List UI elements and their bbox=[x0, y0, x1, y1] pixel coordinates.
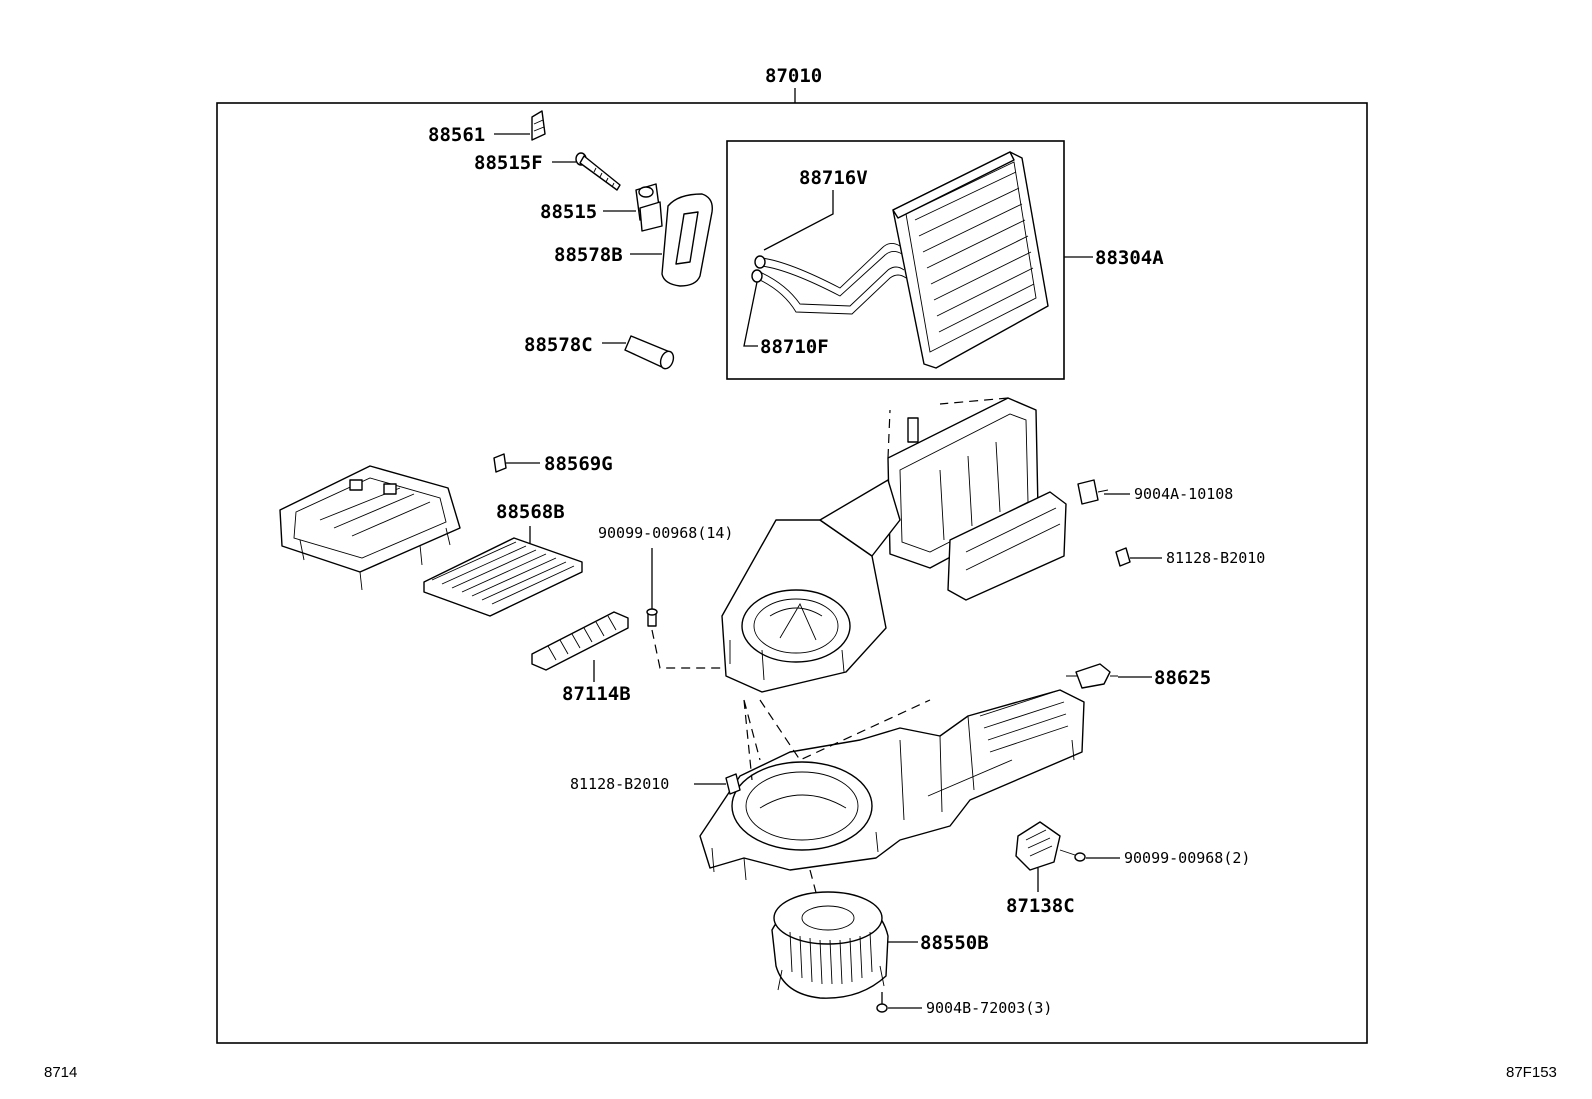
label-88515: 88515 bbox=[540, 201, 597, 223]
label-88515F: 88515F bbox=[474, 152, 543, 174]
part-88561 bbox=[531, 110, 546, 141]
label-9004A-10108: 9004A-10108 bbox=[1134, 485, 1233, 503]
label-88561: 88561 bbox=[428, 124, 485, 146]
label-90099-00968-2: 90099-00968(2) bbox=[1124, 849, 1250, 867]
part-87114B bbox=[531, 611, 629, 671]
dash-upper-duct bbox=[887, 397, 1009, 459]
part-88515 bbox=[635, 183, 663, 232]
part-88625 bbox=[1066, 663, 1118, 689]
label-88568B: 88568B bbox=[496, 501, 565, 523]
lower-housing bbox=[699, 689, 1085, 881]
label-90099-00968-14: 90099-00968(14) bbox=[598, 524, 733, 542]
label-87138C: 87138C bbox=[1006, 895, 1075, 917]
label-88578C: 88578C bbox=[524, 334, 593, 356]
label-9004B-72003-3: 9004B-72003(3) bbox=[926, 999, 1052, 1017]
clip-81128-left bbox=[725, 773, 741, 795]
label-88716V: 88716V bbox=[799, 167, 868, 189]
screw-9004B bbox=[876, 992, 888, 1013]
upper-housing bbox=[721, 397, 1067, 693]
part-88550B bbox=[771, 891, 889, 999]
filter-cover bbox=[279, 465, 461, 591]
label-87114B: 87114B bbox=[562, 683, 631, 705]
evaporator-box bbox=[726, 140, 1065, 380]
screw-90099-14 bbox=[646, 548, 658, 627]
label-88304A: 88304A bbox=[1095, 247, 1164, 269]
leader-88710F bbox=[743, 281, 758, 347]
part-88568B bbox=[423, 537, 583, 617]
dash-screw-to-housing bbox=[651, 629, 728, 669]
label-88569G: 88569G bbox=[544, 453, 613, 475]
dash-lower-links bbox=[743, 699, 931, 901]
corner-code-left: 8714 bbox=[44, 1064, 77, 1081]
screw-9004A bbox=[1077, 479, 1109, 505]
part-88569G bbox=[493, 453, 507, 473]
label-88578B: 88578B bbox=[554, 244, 623, 266]
assembly-frame bbox=[216, 102, 1368, 1044]
label-88550B: 88550B bbox=[920, 932, 989, 954]
part-87138C bbox=[1015, 821, 1061, 871]
corner-code-right: 87F153 bbox=[1506, 1064, 1557, 1081]
label-81128-B2010-top: 81128-B2010 bbox=[1166, 549, 1265, 567]
clip-81128-top bbox=[1115, 547, 1131, 567]
part-88578B bbox=[661, 193, 713, 287]
part-88515F bbox=[575, 152, 621, 191]
part-88304A bbox=[892, 151, 1049, 369]
part-88578C bbox=[624, 335, 675, 370]
evaporator-pipes bbox=[751, 243, 907, 315]
label-88625: 88625 bbox=[1154, 667, 1211, 689]
label-81128-B2010-left: 81128-B2010 bbox=[570, 775, 669, 793]
label-88710F: 88710F bbox=[760, 336, 829, 358]
leader-88716V bbox=[763, 190, 834, 251]
assembly-label: 87010 bbox=[765, 65, 822, 87]
screw-90099-2 bbox=[1059, 849, 1086, 862]
